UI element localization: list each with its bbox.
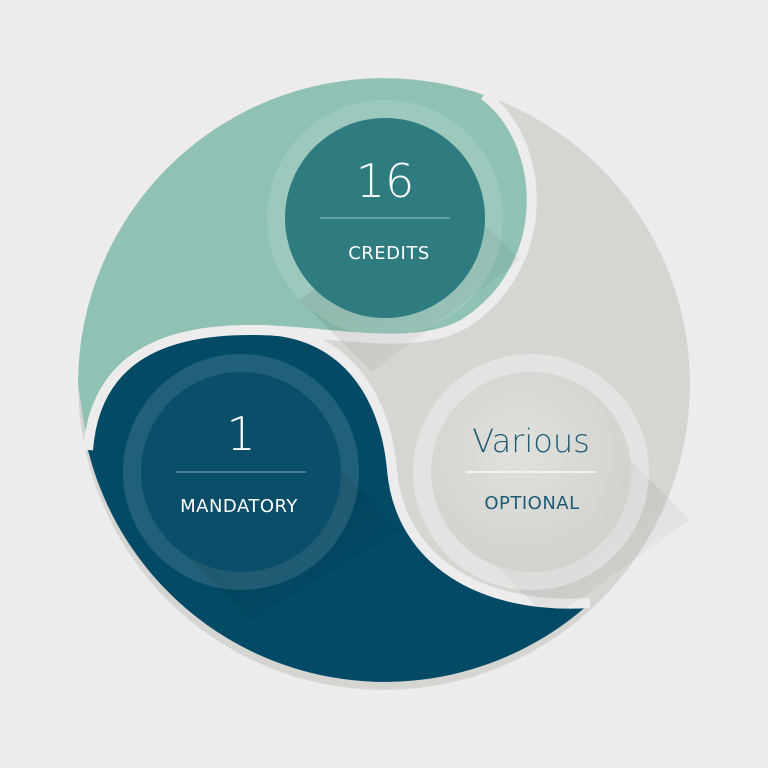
badge-mandatory-circle [141,372,341,572]
badge-mandatory-value: 1 [226,407,255,461]
badge-optional-value: Various [472,422,590,460]
separator-bottom [259,325,591,609]
badge-mandatory-label: MANDATORY [180,496,298,517]
badge-credits-label: CREDITS [348,243,430,264]
badge-credits-value: 16 [356,154,415,208]
badge-mandatory: 1 MANDATORY [123,354,400,620]
badge-optional-label: OPTIONAL [484,493,579,514]
badge-optional: Various OPTIONAL [413,354,690,620]
badge-credits-circle [285,118,485,318]
badge-credits: 16 CREDITS [267,100,520,372]
